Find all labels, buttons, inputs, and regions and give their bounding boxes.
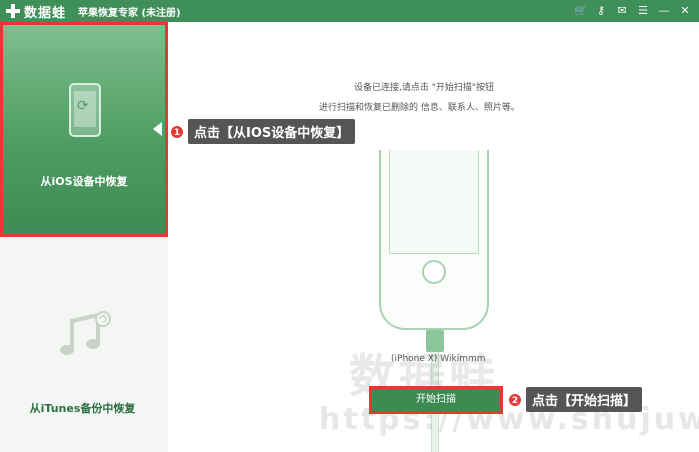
app-title: 苹果恢复专家 (未注册) [78, 8, 181, 19]
menu-icon[interactable]: ☰ [638, 4, 648, 17]
chat-icon[interactable]: ✉ [617, 4, 627, 17]
cable-connector [426, 330, 444, 352]
callout-text: 点击【从IOS设备中恢复】 [188, 119, 356, 144]
phone-refresh-icon: ⟳ [69, 83, 101, 137]
callout-step-2: 2 点击【开始扫描】 [508, 387, 643, 412]
phone-screen [74, 91, 96, 127]
sidebar-item-ios-device[interactable]: ⟳ 从iOS设备中恢复 [0, 22, 168, 237]
phone-illustration [379, 150, 489, 330]
title-bar: 数据蛙 苹果恢复专家 (未注册) 🛒 ⚷ ✉ ☰ — ✕ [0, 0, 699, 22]
music-refresh-icon [60, 311, 111, 355]
device-name: (iPhone X) Wikimmm [391, 354, 486, 364]
callout-text: 点击【开始扫描】 [526, 387, 643, 412]
sidebar-item-itunes-backup[interactable]: 从iTunes备份中恢复 [0, 237, 168, 452]
minimize-icon[interactable]: — [658, 4, 670, 17]
titlebar-controls: 🛒 ⚷ ✉ ☰ — ✕ [574, 3, 691, 19]
cart-icon[interactable]: 🛒 [574, 4, 588, 17]
connection-hint: 设备已连接,请点击 "开始扫描"按钮 [354, 83, 495, 93]
sidebar-item-label: 从iOS设备中恢复 [40, 175, 128, 188]
phone-illustration-screen [389, 150, 479, 254]
close-icon[interactable]: ✕ [680, 4, 690, 17]
start-scan-button[interactable]: 开始扫描 [369, 386, 503, 414]
sidebar-item-label: 从iTunes备份中恢复 [29, 402, 136, 415]
plus-logo-icon [6, 4, 20, 18]
sidebar: ⟳ 从iOS设备中恢复 从iTunes备份中恢复 [0, 22, 168, 452]
step-badge: 1 [170, 124, 184, 139]
main-panel: 设备已连接,请点击 "开始扫描"按钮 进行扫描和恢复已删除的 信息、联系人、照片… [169, 22, 699, 452]
active-indicator-arrow [153, 122, 162, 136]
phone-home-button [422, 260, 446, 284]
refresh-icon: ⟳ [77, 98, 89, 114]
key-icon[interactable]: ⚷ [596, 4, 606, 17]
step-badge: 2 [508, 392, 522, 407]
app-logo: 数据蛙 [6, 3, 67, 21]
scan-hint: 进行扫描和恢复已删除的 信息、联系人、照片等。 [319, 103, 520, 113]
logo-text: 数据蛙 [24, 5, 67, 21]
callout-step-1: 1 点击【从IOS设备中恢复】 [170, 119, 356, 144]
